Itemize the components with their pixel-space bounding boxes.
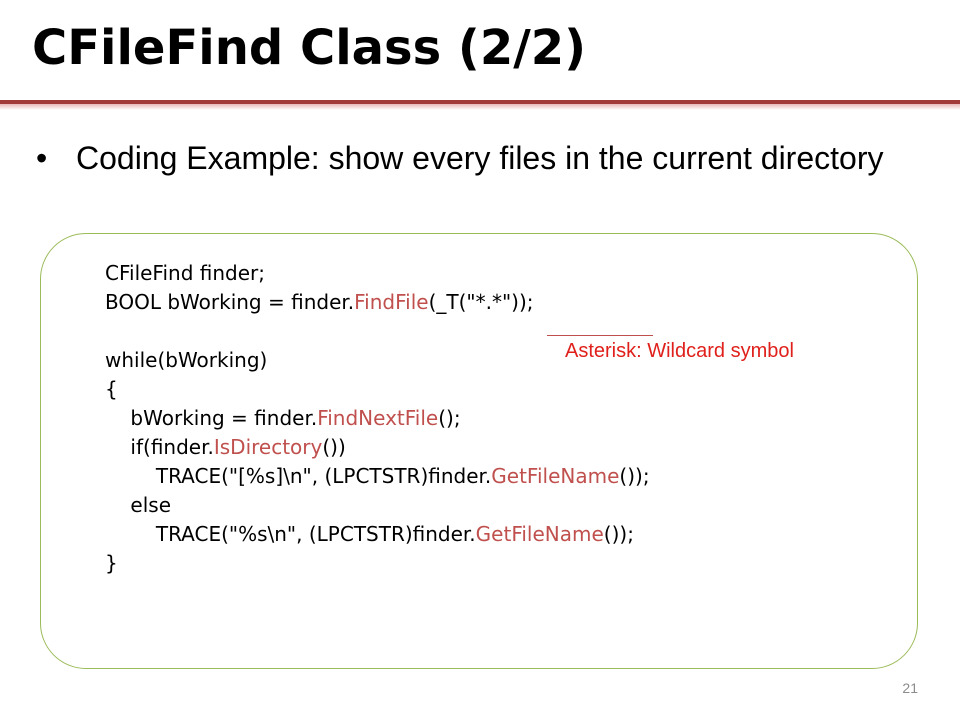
code-text: if(finder. [105, 435, 214, 459]
code-line: BOOL bWorking = finder.FindFile(_T("*.*"… [105, 288, 650, 317]
title-divider-shadow [0, 104, 960, 110]
code-line: { [105, 375, 650, 404]
code-line: } [105, 549, 650, 578]
bullet-item: • Coding Example: show every files in th… [36, 138, 896, 178]
code-function-name: FindNextFile [317, 406, 439, 430]
bullet-marker: • [36, 140, 48, 176]
code-line: bWorking = finder.FindNextFile(); [105, 404, 650, 433]
code-function-name: GetFileName [475, 522, 604, 546]
code-line: CFileFind finder; [105, 259, 650, 288]
code-function-name: IsDirectory [213, 435, 323, 459]
bullet-text: Coding Example: show every files in the … [76, 140, 884, 176]
code-text: while(bWorking) [105, 348, 268, 372]
code-text: (_T("*.*")); [428, 290, 534, 314]
annotation-underline [547, 335, 653, 336]
code-line: while(bWorking) [105, 346, 650, 375]
code-text: BOOL bWorking = finder. [105, 290, 355, 314]
code-text: TRACE("%s\n", (LPCTSTR)finder. [105, 522, 476, 546]
code-function-name: FindFile [354, 290, 429, 314]
title-divider [0, 100, 960, 104]
code-text: ()); [603, 522, 634, 546]
code-line: if(finder.IsDirectory()) [105, 433, 650, 462]
code-text: (); [438, 406, 461, 430]
code-text: ()); [619, 464, 650, 488]
code-text: ()) [322, 435, 346, 459]
annotation-label: Asterisk: Wildcard symbol [565, 340, 794, 362]
code-text: CFileFind finder; [105, 261, 265, 285]
code-line: TRACE("%s\n", (LPCTSTR)finder.GetFileNam… [105, 520, 650, 549]
code-text: bWorking = finder. [105, 406, 318, 430]
code-function-name: GetFileName [491, 464, 620, 488]
code-box [40, 233, 918, 669]
code-block: CFileFind finder; BOOL bWorking = finder… [105, 259, 650, 578]
slide-title: CFileFind Class (2/2) [32, 20, 587, 76]
page-number: 21 [902, 680, 918, 696]
code-text: TRACE("[%s]\n", (LPCTSTR)finder. [105, 464, 492, 488]
code-line: else [105, 491, 650, 520]
code-text: } [105, 551, 118, 575]
code-text: { [105, 377, 118, 401]
code-text: else [105, 493, 172, 517]
code-line: TRACE("[%s]\n", (LPCTSTR)finder.GetFileN… [105, 462, 650, 491]
